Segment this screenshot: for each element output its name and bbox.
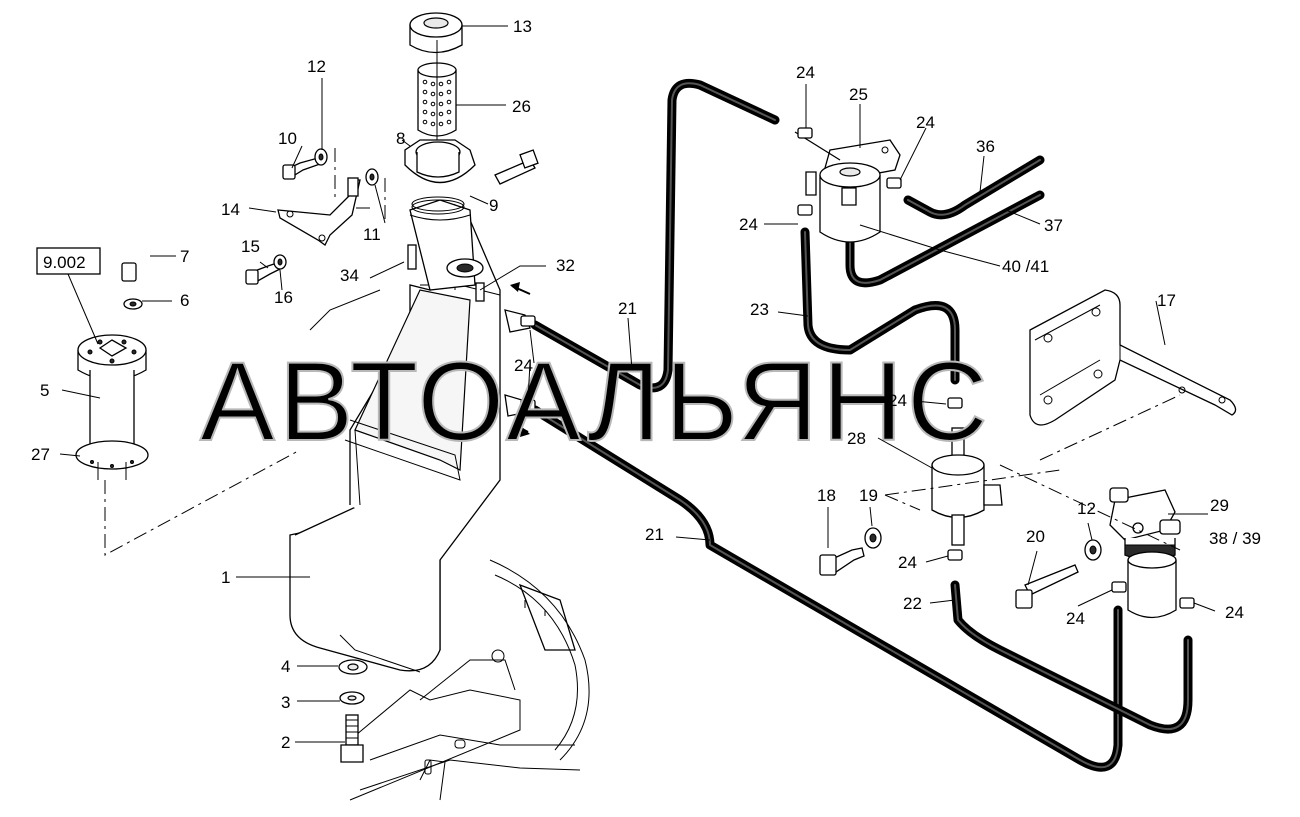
callout-28: 28 xyxy=(847,429,866,448)
filler-cap-assembly xyxy=(404,12,539,215)
bolt-10 xyxy=(282,157,321,180)
tank-bracket xyxy=(277,177,361,246)
callout-26: 26 xyxy=(512,97,531,116)
callout-20: 20 xyxy=(1026,527,1045,546)
callout-21: 21 xyxy=(618,299,637,318)
callout-24: 24 xyxy=(898,553,917,572)
strainer-mesh xyxy=(422,79,452,127)
callout-1: 1 xyxy=(221,568,230,587)
fuel-filter-25 xyxy=(794,131,901,243)
callout-29: 29 xyxy=(1210,496,1229,515)
callout-11: 11 xyxy=(363,225,381,244)
leader-lines xyxy=(59,25,1216,743)
callout-24: 24 xyxy=(739,215,758,234)
callout-21: 21 xyxy=(645,525,664,544)
callout-18: 18 xyxy=(817,486,836,505)
fuel-hoses xyxy=(530,78,1193,772)
callout-13: 13 xyxy=(513,17,532,36)
callout-37: 37 xyxy=(1044,216,1063,235)
callout-6: 6 xyxy=(180,291,189,310)
water-separator-29 xyxy=(1109,487,1181,619)
reference-box xyxy=(36,247,101,275)
callout-27: 27 xyxy=(31,445,50,464)
callout-24: 24 xyxy=(1066,609,1085,628)
fuel-pump-28 xyxy=(931,427,1003,546)
callout-24: 24 xyxy=(1225,603,1244,622)
callout-3: 3 xyxy=(281,693,290,712)
callout-38-39: 38 / 39 xyxy=(1209,529,1261,548)
bolt-20 xyxy=(1015,564,1079,609)
callout-12: 12 xyxy=(1077,499,1096,518)
callout-24: 24 xyxy=(916,113,935,132)
callout-32: 32 xyxy=(556,256,575,275)
callout-10: 10 xyxy=(278,129,297,148)
callout-5: 5 xyxy=(40,381,49,400)
callout-36: 36 xyxy=(976,137,995,156)
fuel-tank xyxy=(289,199,531,673)
chassis-frame xyxy=(349,559,590,801)
mounting-plate-17 xyxy=(1029,289,1237,426)
callout-40-41: 40 /41 xyxy=(1002,257,1049,276)
callout-24: 24 xyxy=(796,63,815,82)
callout-24: 24 xyxy=(888,391,907,410)
callout-17: 17 xyxy=(1157,291,1176,310)
callout-12: 12 xyxy=(307,57,326,76)
fuel-level-sender xyxy=(75,262,149,480)
callout-23: 23 xyxy=(750,300,769,319)
callout-numbers: 13 26 12 10 8 14 9 11 7 15 32 34 16 6 24… xyxy=(31,17,1261,752)
reference-box-label: 9.002 xyxy=(43,253,86,272)
callout-7: 7 xyxy=(180,247,189,266)
callout-16: 16 xyxy=(274,288,293,307)
drain-bolt-2 xyxy=(340,714,364,763)
bolt-15 xyxy=(245,261,283,285)
callout-14: 14 xyxy=(221,200,240,219)
callout-25: 25 xyxy=(849,85,868,104)
callout-8: 8 xyxy=(396,129,405,148)
callout-15: 15 xyxy=(241,237,260,256)
callout-2: 2 xyxy=(281,733,290,752)
callout-34: 34 xyxy=(340,266,359,285)
watermark: АВТОАЛЬЯНС xyxy=(200,339,992,464)
callout-9: 9 xyxy=(489,196,498,215)
callout-4: 4 xyxy=(281,657,290,676)
callout-24: 24 xyxy=(514,356,533,375)
bolt-18 xyxy=(819,547,865,576)
callout-22: 22 xyxy=(903,594,922,613)
callout-19: 19 xyxy=(859,486,878,505)
